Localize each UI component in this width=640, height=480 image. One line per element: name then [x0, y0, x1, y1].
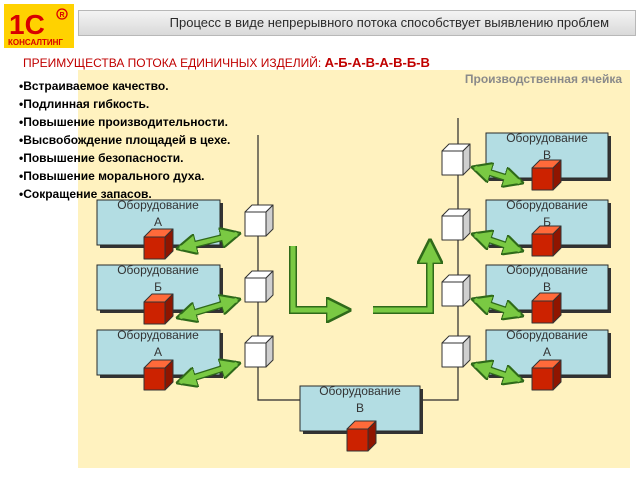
- flow-arrow-down-inner: [290, 246, 334, 313]
- operator-cube: [143, 228, 174, 260]
- operator-cube: [346, 420, 377, 452]
- svg-text:R: R: [60, 12, 65, 19]
- equipment-label: Оборудование: [117, 328, 199, 342]
- logo-sub-text: КОНСАЛТИНГ: [8, 38, 63, 47]
- benefit-item: •Высвобождение площадей в цехе.: [19, 133, 231, 147]
- flow-arrow-up: [373, 246, 430, 314]
- wip-cube: [441, 143, 471, 176]
- operator-cube: [531, 292, 562, 324]
- equipment-a-left-top: Оборудование А: [96, 198, 223, 248]
- equipment-code: В: [356, 401, 364, 415]
- benefits-title: ПРЕИМУЩЕСТВА ПОТОКА ЕДИНИЧНЫХ ИЗДЕЛИЙ: А…: [23, 55, 430, 70]
- equipment-code: В: [543, 148, 551, 162]
- equipment-code: А: [543, 345, 551, 359]
- logo-main-text: 1С: [9, 9, 45, 40]
- benefit-item: •Повышение морального духа.: [19, 169, 205, 183]
- page-title: Процесс в виде непрерывного потока спосо…: [169, 15, 609, 30]
- benefits-title-prefix: ПРЕИМУЩЕСТВА ПОТОКА ЕДИНИЧНЫХ ИЗДЕЛИЙ:: [23, 56, 325, 70]
- equipment-code: В: [543, 280, 551, 294]
- production-cell-label: Производственная ячейка: [464, 72, 622, 86]
- equipment-code: А: [154, 345, 162, 359]
- wip-cube: [441, 208, 471, 241]
- equipment-label: Оборудование: [506, 263, 588, 277]
- wip-cube: [441, 274, 471, 307]
- wip-cube: [244, 204, 274, 237]
- operator-cube: [531, 225, 562, 257]
- wip-cubes: [244, 143, 471, 368]
- header-bar: Процесс в виде непрерывного потока спосо…: [78, 10, 636, 36]
- equipment-code: Б: [154, 280, 162, 294]
- company-logo: 1С R КОНСАЛТИНГ: [4, 4, 74, 48]
- wip-cube: [244, 335, 274, 368]
- equipment-label: Оборудование: [117, 198, 199, 212]
- equipment-label: Оборудование: [506, 131, 588, 145]
- benefit-item: •Повышение безопасности.: [19, 151, 184, 165]
- equipment-code: Б: [543, 215, 551, 229]
- benefit-item: •Повышение производительности.: [19, 115, 228, 129]
- operator-cube: [143, 293, 174, 325]
- equipment-label: Оборудование: [506, 328, 588, 342]
- wip-cube: [441, 335, 471, 368]
- benefits-list: •Встраиваемое качество. •Подлинная гибко…: [19, 77, 230, 203]
- benefit-item: •Встраиваемое качество.: [19, 79, 169, 93]
- flow-arrow-down: [289, 246, 344, 310]
- transfer-arrows: [180, 168, 520, 382]
- wip-cube: [244, 270, 274, 303]
- equipment-code: А: [154, 215, 162, 229]
- equipment-label: Оборудование: [319, 384, 401, 398]
- operator-cube: [143, 359, 174, 391]
- benefit-item: •Сокращение запасов.: [19, 187, 152, 201]
- benefit-item: •Подлинная гибкость.: [19, 97, 150, 111]
- benefits-title-sequence: А-Б-А-В-А-В-Б-В: [324, 55, 430, 70]
- operator-cubes: [143, 159, 562, 452]
- equipment-label: Оборудование: [506, 198, 588, 212]
- flow-arrow-up-inner: [373, 256, 433, 313]
- equipment-label: Оборудование: [117, 263, 199, 277]
- operator-cube: [531, 159, 562, 191]
- operator-cube: [531, 359, 562, 391]
